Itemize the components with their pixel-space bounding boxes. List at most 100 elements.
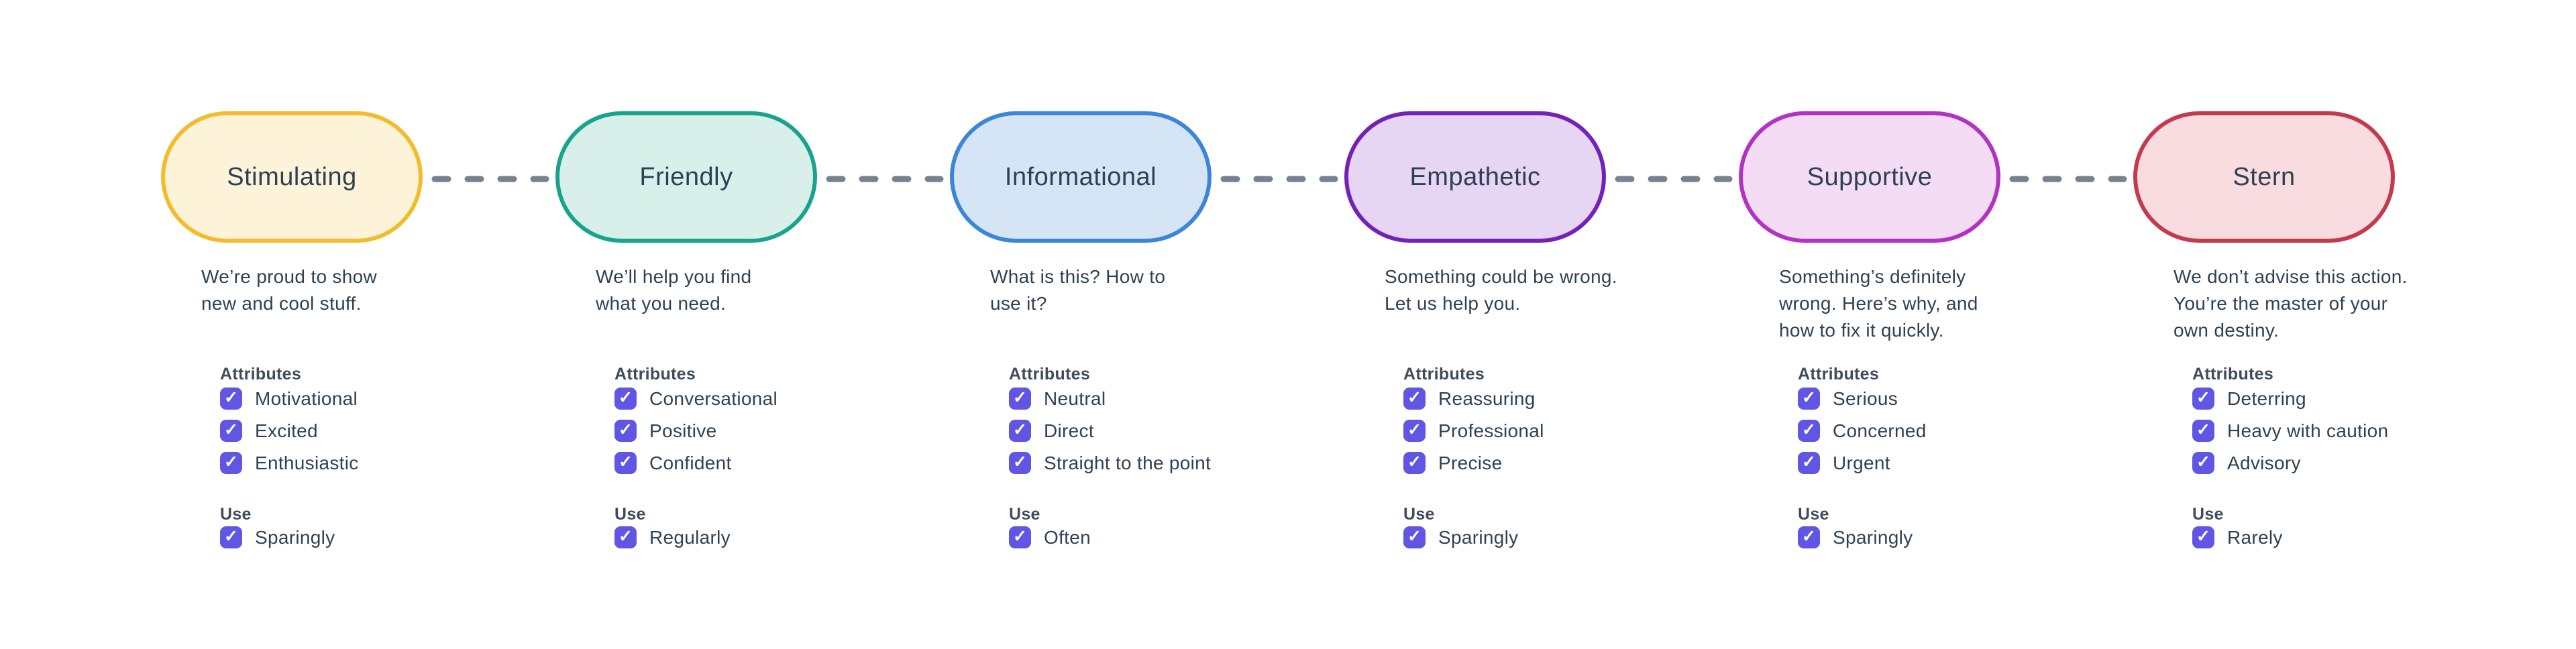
- checkbox-row: ✓ Confident: [614, 452, 777, 474]
- checked-checkbox[interactable]: ✓: [1403, 526, 1426, 548]
- attributes-heading: Attributes: [2192, 365, 2274, 384]
- tone-pill-label: Stimulating: [227, 162, 357, 191]
- tone-column: Stern We don’t advise this action. You’r…: [2133, 111, 2509, 581]
- checked-checkbox[interactable]: ✓: [2192, 420, 2214, 442]
- checked-checkbox[interactable]: ✓: [1798, 452, 1820, 474]
- checked-checkbox[interactable]: ✓: [1009, 388, 1031, 410]
- checkbox-label: Sparingly: [255, 526, 335, 548]
- tone-description: We don’t advise this action. You’re the …: [2174, 266, 2408, 341]
- checkbox-row: ✓ Straight to the point: [1009, 452, 1211, 474]
- checked-checkbox[interactable]: ✓: [614, 452, 637, 474]
- checkbox-row: ✓ Precise: [1403, 452, 1544, 474]
- check-icon: ✓: [1013, 420, 1027, 439]
- checked-checkbox[interactable]: ✓: [1403, 420, 1426, 442]
- use-section: Use ✓ Sparingly: [220, 505, 335, 548]
- check-icon: ✓: [1802, 420, 1816, 439]
- check-icon: ✓: [2196, 420, 2210, 439]
- checked-checkbox[interactable]: ✓: [2192, 526, 2214, 548]
- checked-checkbox[interactable]: ✓: [1009, 452, 1031, 474]
- tone-description: Something could be wrong. Let us help yo…: [1385, 266, 1617, 314]
- check-icon: ✓: [1802, 527, 1816, 546]
- checkbox-row: ✓ Direct: [1009, 420, 1211, 442]
- attributes-heading: Attributes: [1403, 365, 1485, 384]
- checkbox-row: ✓ Heavy with caution: [2192, 420, 2388, 442]
- check-icon: ✓: [1407, 388, 1421, 407]
- check-icon: ✓: [1407, 527, 1421, 546]
- checked-checkbox[interactable]: ✓: [1798, 420, 1820, 442]
- checked-checkbox[interactable]: ✓: [614, 420, 637, 442]
- checkbox-row: ✓ Concerned: [1798, 420, 1927, 442]
- tone-description: What is this? How to use it?: [990, 266, 1166, 314]
- checkbox-label: Motivational: [255, 388, 358, 409]
- checkbox-label: Conversational: [649, 388, 777, 409]
- check-icon: ✓: [619, 527, 633, 546]
- attributes-section: Attributes ✓ Motivational ✓ Excited ✓ En…: [220, 365, 359, 474]
- checkbox-label: Confident: [649, 452, 732, 473]
- checked-checkbox[interactable]: ✓: [614, 526, 637, 548]
- tone-column: Empathetic Something could be wrong. Let…: [1344, 111, 1720, 581]
- checked-checkbox[interactable]: ✓: [220, 452, 242, 474]
- tone-column: Supportive Something’s definitely wrong.…: [1739, 111, 2114, 581]
- use-heading: Use: [220, 505, 252, 524]
- tone-pill-label: Stern: [2233, 162, 2296, 191]
- checkbox-label: Concerned: [1833, 420, 1927, 441]
- checkbox-label: Rarely: [2227, 526, 2283, 548]
- checkbox-row: ✓ Urgent: [1798, 452, 1927, 474]
- checkbox-label: Often: [1044, 526, 1091, 548]
- check-icon: ✓: [224, 388, 238, 407]
- check-icon: ✓: [224, 420, 238, 439]
- attributes-heading: Attributes: [1009, 365, 1091, 384]
- tone-pill-label: Informational: [1004, 162, 1157, 191]
- attributes-section: Attributes ✓ Serious ✓ Concerned ✓ Urgen…: [1798, 365, 1927, 474]
- attributes-heading: Attributes: [1798, 365, 1880, 384]
- checkbox-row: ✓ Positive: [614, 420, 777, 442]
- check-icon: ✓: [619, 420, 633, 439]
- check-icon: ✓: [1802, 453, 1816, 471]
- checkbox-label: Straight to the point: [1044, 452, 1212, 473]
- checked-checkbox[interactable]: ✓: [220, 526, 242, 548]
- tone-pill: Empathetic: [1344, 111, 1606, 243]
- checkbox-row: ✓ Regularly: [614, 526, 731, 548]
- checkbox-row: ✓ Advisory: [2192, 452, 2388, 474]
- attributes-section: Attributes ✓ Reassuring ✓ Professional ✓…: [1403, 365, 1544, 474]
- checked-checkbox[interactable]: ✓: [1403, 452, 1426, 474]
- tone-description: We’re proud to show new and cool stuff.: [201, 266, 377, 314]
- checkbox-row: ✓ Conversational: [614, 388, 777, 410]
- check-icon: ✓: [1013, 388, 1027, 407]
- checked-checkbox[interactable]: ✓: [220, 388, 242, 410]
- checked-checkbox[interactable]: ✓: [1798, 388, 1820, 410]
- use-heading: Use: [614, 505, 646, 524]
- tone-pill: Informational: [950, 111, 1212, 243]
- checked-checkbox[interactable]: ✓: [614, 388, 637, 410]
- checkbox-row: ✓ Professional: [1403, 420, 1544, 442]
- checkbox-label: Direct: [1044, 420, 1094, 441]
- tone-column: Friendly We’ll help you find what you ne…: [555, 111, 931, 581]
- tone-pill: Supportive: [1739, 111, 2000, 243]
- connector-dashed-line: [1609, 174, 1739, 182]
- check-icon: ✓: [2196, 388, 2210, 407]
- checked-checkbox[interactable]: ✓: [2192, 388, 2214, 410]
- checked-checkbox[interactable]: ✓: [1798, 526, 1820, 548]
- tone-description: Something’s definitely wrong. Here’s why…: [1779, 266, 1978, 341]
- checkbox-label: Precise: [1438, 452, 1503, 473]
- tone-description: We’ll help you find what you need.: [596, 266, 752, 314]
- checked-checkbox[interactable]: ✓: [1403, 388, 1426, 410]
- checkbox-row: ✓ Enthusiastic: [220, 452, 359, 474]
- checkbox-row: ✓ Deterring: [2192, 388, 2388, 410]
- checked-checkbox[interactable]: ✓: [2192, 452, 2214, 474]
- attributes-section: Attributes ✓ Neutral ✓ Direct ✓ Straight…: [1009, 365, 1211, 474]
- checked-checkbox[interactable]: ✓: [1009, 420, 1031, 442]
- checkbox-row: ✓ Neutral: [1009, 388, 1211, 410]
- checkbox-label: Sparingly: [1438, 526, 1519, 548]
- check-icon: ✓: [1802, 388, 1816, 407]
- attributes-section: Attributes ✓ Deterring ✓ Heavy with caut…: [2192, 365, 2388, 474]
- checked-checkbox[interactable]: ✓: [1009, 526, 1031, 548]
- tone-pill-label: Supportive: [1807, 162, 1933, 191]
- tone-column: Stimulating We’re proud to show new and …: [161, 111, 537, 581]
- checked-checkbox[interactable]: ✓: [220, 420, 242, 442]
- check-icon: ✓: [1013, 527, 1027, 546]
- checkbox-row: ✓ Sparingly: [1403, 526, 1518, 548]
- tone-pill-label: Friendly: [639, 162, 733, 191]
- connector-dashed-line: [425, 174, 555, 182]
